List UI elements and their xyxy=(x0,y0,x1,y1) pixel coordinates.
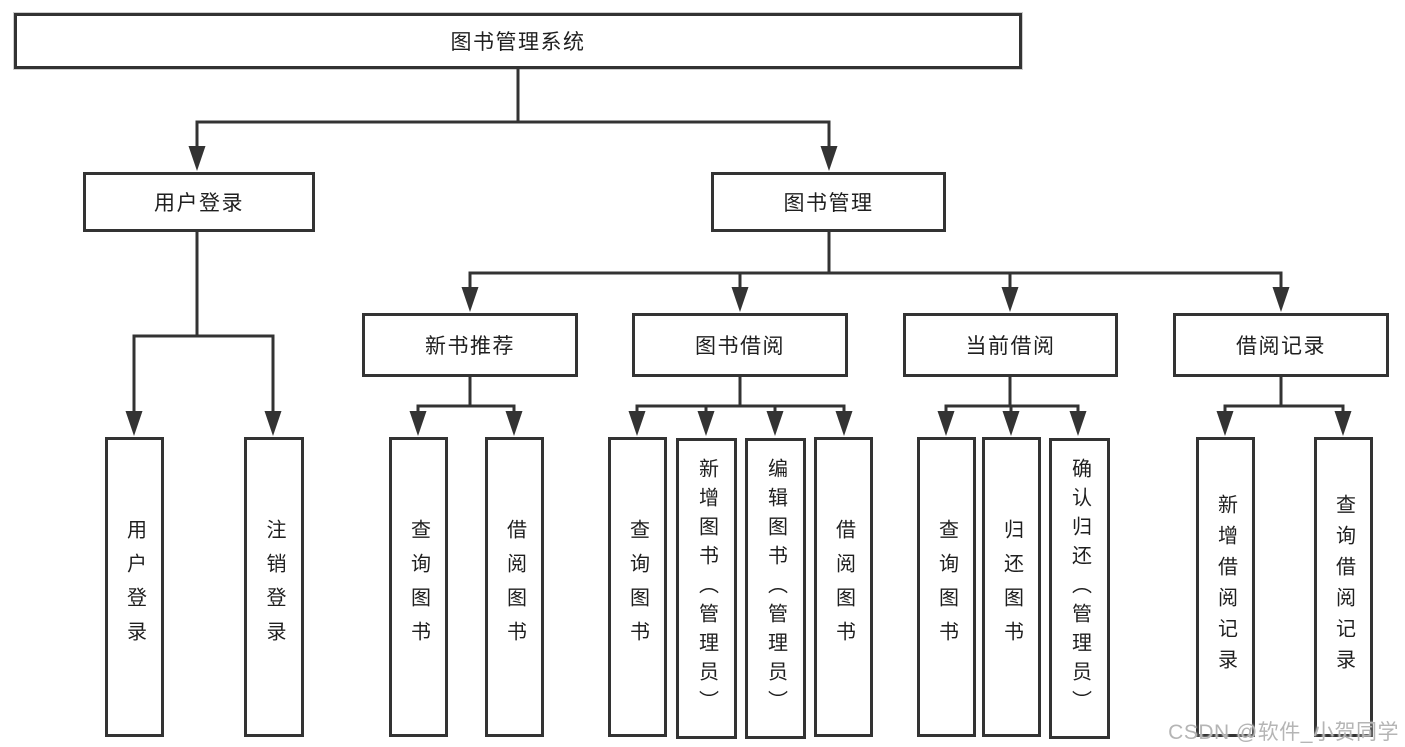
leaf-add-books-admin: 新增图书（管理员） xyxy=(676,438,737,739)
leaf-confirm-return-admin-label: 确认归还（管理员） xyxy=(1068,458,1091,719)
leaf-edit-books-admin-label: 编辑图书（管理员） xyxy=(764,458,787,719)
node-book-borrowing: 图书借阅 xyxy=(632,313,848,377)
leaf-borrow-books-label: 借阅图书 xyxy=(832,519,855,655)
leaf-query-books-borrowing-label: 查询图书 xyxy=(626,519,649,655)
node-book-borrowing-label: 图书借阅 xyxy=(695,335,785,358)
leaf-query-books-current: 查询图书 xyxy=(917,437,976,737)
node-borrowing-records-label: 借阅记录 xyxy=(1236,335,1326,358)
leaf-borrow-books: 借阅图书 xyxy=(814,437,873,737)
leaf-confirm-return-admin: 确认归还（管理员） xyxy=(1049,438,1110,739)
leaf-add-borrow-record-label: 新增借阅记录 xyxy=(1214,494,1237,680)
node-borrowing-records: 借阅记录 xyxy=(1173,313,1389,377)
leaf-borrow-books-recommend-label: 借阅图书 xyxy=(503,519,526,655)
leaf-return-books: 归还图书 xyxy=(982,437,1041,737)
leaf-return-books-label: 归还图书 xyxy=(1000,519,1023,655)
node-root-system: 图书管理系统 xyxy=(14,13,1022,69)
leaf-user-login-label: 用户登录 xyxy=(123,519,146,655)
leaf-add-borrow-record: 新增借阅记录 xyxy=(1196,437,1255,737)
leaf-add-books-admin-label: 新增图书（管理员） xyxy=(695,458,718,719)
node-book-management: 图书管理 xyxy=(711,172,946,232)
node-user-login: 用户登录 xyxy=(83,172,315,232)
leaf-query-books-current-label: 查询图书 xyxy=(935,519,958,655)
leaf-edit-books-admin: 编辑图书（管理员） xyxy=(745,438,806,739)
node-current-borrowing-label: 当前借阅 xyxy=(965,335,1056,358)
node-root-label: 图书管理系统 xyxy=(450,31,586,54)
leaf-borrow-books-recommend: 借阅图书 xyxy=(485,437,544,737)
leaf-user-login: 用户登录 xyxy=(105,437,164,737)
leaf-query-books-borrowing: 查询图书 xyxy=(608,437,667,737)
leaf-query-books-recommend: 查询图书 xyxy=(389,437,448,737)
node-new-book-recommend-label: 新书推荐 xyxy=(425,335,515,358)
leaf-query-borrow-record-label: 查询借阅记录 xyxy=(1332,494,1355,680)
leaf-query-books-recommend-label: 查询图书 xyxy=(407,519,430,655)
node-user-login-label: 用户登录 xyxy=(154,192,244,215)
leaf-logout: 注销登录 xyxy=(244,437,304,737)
leaf-query-borrow-record: 查询借阅记录 xyxy=(1314,437,1373,737)
node-new-book-recommend: 新书推荐 xyxy=(362,313,578,377)
node-book-management-label: 图书管理 xyxy=(783,192,874,215)
leaf-logout-label: 注销登录 xyxy=(263,519,285,655)
csdn-watermark: CSDN @软件_小贺同学 xyxy=(1168,721,1399,744)
node-current-borrowing: 当前借阅 xyxy=(903,313,1118,377)
